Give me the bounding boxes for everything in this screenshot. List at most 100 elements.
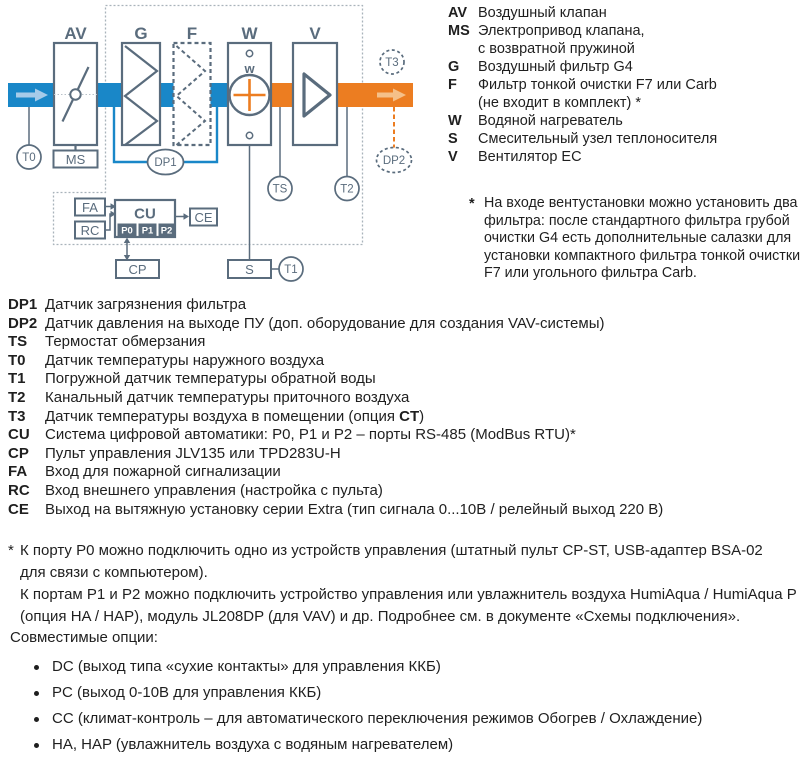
legend-key: W <box>448 113 462 129</box>
sensor-t1: T1 <box>271 256 304 282</box>
fire-alarm-input-fa: FA <box>74 197 106 217</box>
note-line: установки компактного фильтра тонкой очи… <box>484 247 800 264</box>
description-row: T1 Погружной датчик температуры обратной … <box>8 370 663 389</box>
note-line: F7 или угольного фильтра Carb. <box>484 265 697 282</box>
footnote-line: К порту P0 можно подключить одно из устр… <box>20 542 763 559</box>
sensor-dp1: DP1 <box>146 148 185 176</box>
legend-key: AV <box>448 5 468 21</box>
description-row: DP1 Датчик загрязнения фильтра <box>8 296 663 315</box>
description-text: Вход внешнего управления (настройка с пу… <box>45 482 383 501</box>
description-part: Датчик загрязнения фильтра <box>45 296 247 313</box>
schematic-diagram: MS w AV G <box>8 4 413 282</box>
port-p2-label: P2 <box>161 225 173 236</box>
legend-desc: Фильтр тонкой очистки F7 или Carb(не вхо… <box>478 76 717 112</box>
cu-to-ce-arrow <box>175 213 189 220</box>
control-unit-cu: CU P0 P1 P2 <box>113 198 177 239</box>
extract-output-ce: CE <box>189 207 218 227</box>
t3-label: T3 <box>385 57 398 69</box>
control-panel-cp: CP <box>115 259 160 279</box>
label-v: V <box>309 24 321 43</box>
cu-cp-double-arrow <box>123 237 131 261</box>
note-line: фильтра: после стандартного фильтра груб… <box>484 212 790 229</box>
fan-triangle-icon <box>302 72 332 118</box>
ms-label: MS <box>66 152 86 167</box>
description-row: CU Система цифровой автоматики: P0, P1 и … <box>8 426 663 445</box>
description-text: Вход для пожарной сигнализации <box>45 463 281 482</box>
rc-label: RC <box>81 223 100 238</box>
description-key: T0 <box>8 351 26 369</box>
description-key: TS <box>8 333 28 351</box>
description-part: Выход на вытяжную установку серии Extra … <box>45 500 664 518</box>
footnote-line: К портам P1 и P2 можно подключить устрой… <box>20 586 797 603</box>
legend-desc: Водяной нагреватель <box>478 112 623 130</box>
description-text: Выход на вытяжную установку серии Extra … <box>45 501 663 520</box>
legend-row: F Фильтр тонкой очистки F7 или Carb(не вх… <box>448 76 800 112</box>
description-text: Погружной датчик температуры обратной во… <box>45 370 376 389</box>
footnote-line: для связи с компьютером). <box>20 564 208 581</box>
heater-cross-icon <box>233 79 266 111</box>
description-part: ) <box>419 407 425 425</box>
legend-key: MS <box>448 23 470 39</box>
description-part: Погружной датчик температуры обратной во… <box>45 370 376 388</box>
footnote-line: (опция HA / HAP), модуль JL208DP (для VA… <box>20 608 741 625</box>
cu-label: CU <box>134 206 156 223</box>
label-g: G <box>134 24 147 43</box>
port-footnote: * К порту P0 можно подключить одно из ус… <box>8 540 797 628</box>
description-key: CU <box>8 426 30 444</box>
options-list: DC (выход типа «сухие контакты» для упра… <box>34 654 702 758</box>
dp2-label: DP2 <box>383 155 405 167</box>
filter-g4 <box>120 41 162 147</box>
description-key: DP2 <box>8 314 38 332</box>
description-key: T1 <box>8 370 26 388</box>
description-part: Канальный датчик температуры приточного … <box>45 388 410 406</box>
legend-desc: Вентилятор EC <box>478 148 582 166</box>
sensor-t2: T2 <box>334 175 360 202</box>
ce-label: CE <box>194 210 212 225</box>
mixing-unit-s: S <box>227 259 272 279</box>
fan-v <box>291 41 339 147</box>
legend-key: F <box>448 77 457 93</box>
description-text: Датчик температуры наружного воздуха <box>45 352 324 371</box>
water-heater-w: w <box>226 41 273 147</box>
description-key: FA <box>8 463 28 481</box>
remote-control-input-rc: RC <box>74 220 106 240</box>
description-row: T0 Датчик температуры наружного воздуха <box>8 352 663 371</box>
supply-airflow-arrow <box>16 88 48 102</box>
options-heading: Совместимые опции: <box>10 629 158 646</box>
t2-label: T2 <box>340 183 353 195</box>
t0-label: T0 <box>22 152 35 164</box>
description-part: Система цифровой автоматики: P0, P1 и P2… <box>45 426 576 444</box>
description-text: Датчик температуры воздуха в помещении (… <box>45 408 424 427</box>
note-line: На входе вентустановки можно установить … <box>484 195 798 211</box>
s-label: S <box>245 262 254 277</box>
legend-line: Водяной нагреватель <box>478 113 623 129</box>
label-f: F <box>187 24 197 43</box>
description-part: Вход для пожарной сигнализации <box>45 463 281 481</box>
legend-note-text: На входе вентустановки можно установить … <box>484 195 800 283</box>
option-item: HA, HAP (увлажнитель воздуха с водяным н… <box>34 732 702 758</box>
legend-line: Воздушный фильтр G4 <box>478 59 633 75</box>
legend-line: Вентилятор EC <box>478 149 582 165</box>
footnote-text: К порту P0 можно подключить одно из устр… <box>20 540 797 628</box>
legend-key: G <box>448 59 460 75</box>
valve-actuator-ms: MS <box>52 149 99 169</box>
description-key: DP1 <box>8 296 38 313</box>
description-part: Датчик температуры воздуха в помещении (… <box>45 407 400 425</box>
label-w: W <box>241 24 258 43</box>
exhaust-airflow-arrow <box>377 88 406 102</box>
heater-inner-label: w <box>243 61 255 76</box>
sensor-t0: T0 <box>16 144 42 170</box>
legend-line: Фильтр тонкой очистки F7 или Carb <box>478 77 717 93</box>
